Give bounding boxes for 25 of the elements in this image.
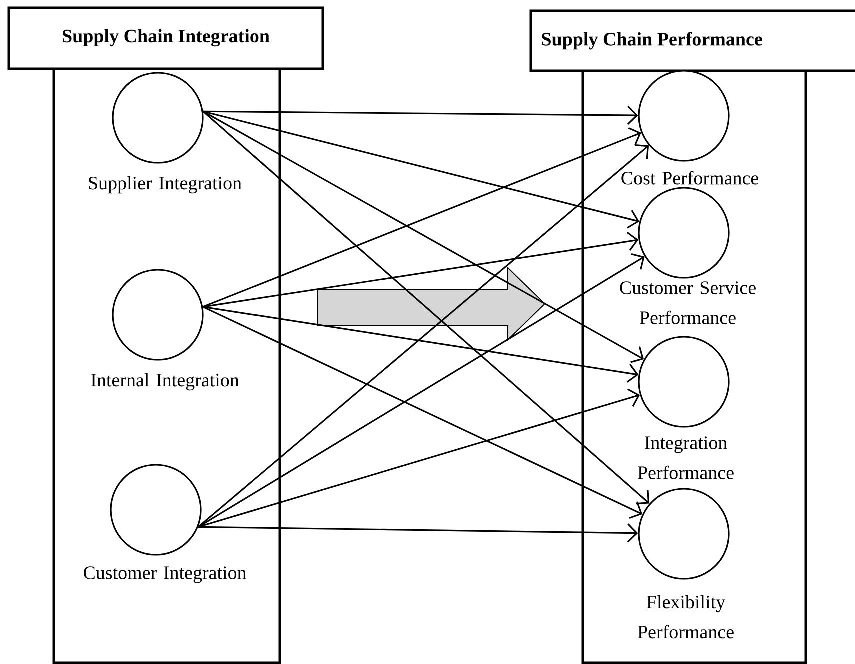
arrow bbox=[202, 306, 639, 383]
node-label: Supply Chain Performance bbox=[542, 32, 762, 50]
circle bbox=[638, 70, 730, 162]
arrow bbox=[202, 306, 643, 520]
circle bbox=[638, 187, 730, 279]
circle-label: Customer Integration bbox=[84, 566, 246, 584]
circle-label: Cost Performance bbox=[622, 171, 758, 185]
circle bbox=[638, 336, 730, 428]
arrow bbox=[198, 388, 640, 528]
arrow bbox=[198, 524, 638, 543]
circle bbox=[638, 488, 730, 580]
circle-label: Flexibility Performance bbox=[638, 595, 734, 639]
circle-label: Integration Performance bbox=[638, 436, 734, 480]
circle bbox=[110, 464, 202, 556]
arrow bbox=[203, 110, 640, 229]
circle bbox=[112, 269, 204, 361]
circle-label: Supplier Integration bbox=[89, 176, 242, 194]
arrow bbox=[202, 232, 639, 308]
circle bbox=[112, 72, 204, 164]
circle-label: Internal Integration bbox=[91, 373, 240, 391]
node-label: Supply Chain Integration bbox=[63, 29, 270, 47]
arrow bbox=[202, 128, 642, 308]
circle-label: Customer Service Performance bbox=[620, 282, 756, 324]
arrow bbox=[202, 110, 644, 364]
arrow bbox=[203, 106, 638, 126]
